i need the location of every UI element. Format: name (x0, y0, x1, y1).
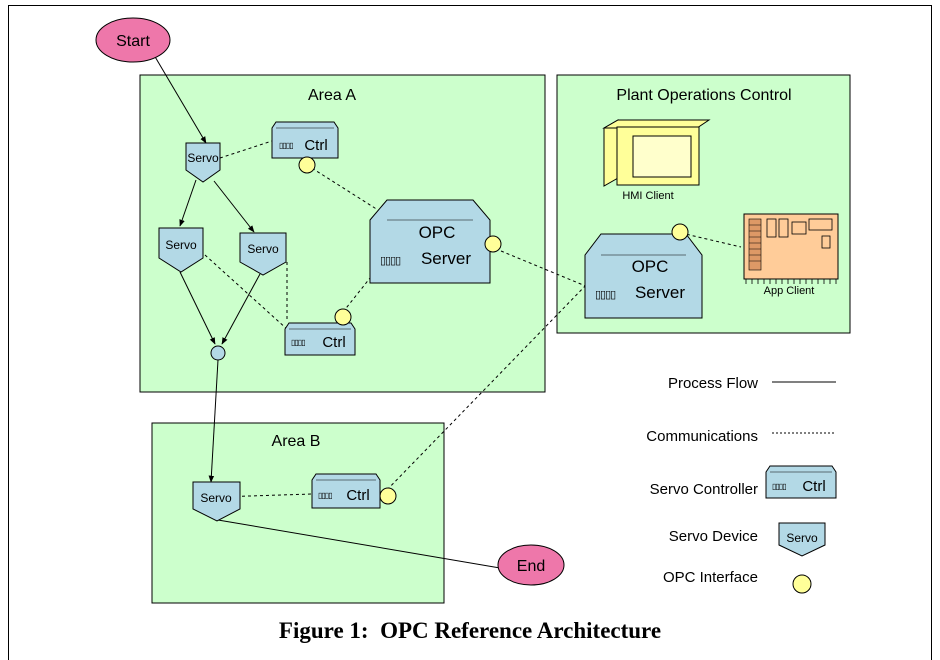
servo-device-b: Servo (192, 481, 241, 522)
legend-communications: Communications (646, 428, 836, 445)
svg-text:End: End (517, 558, 545, 575)
opc-interface-icon (298, 156, 316, 174)
plant-area-label: Plant Operations Control (616, 87, 791, 104)
servo-device-a3: Servo (239, 232, 287, 276)
svg-text:App Client: App Client (764, 285, 815, 297)
servo-controller-a2: ▯▯▯▯ Ctrl (284, 322, 356, 356)
start-node: Start (95, 17, 171, 63)
legend-opc-interface: OPC Interface (663, 569, 812, 594)
svg-text:Process Flow: Process Flow (668, 375, 758, 392)
opc-interface-icon (671, 223, 689, 241)
svg-text:Servo: Servo (187, 151, 219, 165)
svg-text:Servo: Servo (165, 238, 197, 252)
legend: Process Flow Communications Servo Contro… (646, 375, 837, 594)
server-ports-icon: ▯▯▯▯ (595, 289, 616, 301)
svg-text:Communications: Communications (646, 428, 758, 445)
monitor-icon (602, 119, 711, 187)
svg-text:Ctrl: Ctrl (346, 487, 369, 504)
app-client: App Client (743, 213, 839, 297)
opc-interface-icon (379, 487, 397, 505)
legend-servo-device: Servo Device Servo (669, 522, 826, 557)
servo-device-a2: Servo (158, 227, 204, 273)
opc-interface-icon (792, 574, 812, 594)
svg-text:Servo Device: Servo Device (669, 528, 758, 545)
ctrl-ports-icon: ▯▯▯▯ (291, 338, 305, 347)
svg-text:Ctrl: Ctrl (322, 334, 345, 351)
communications-links (204, 140, 742, 498)
figure-caption: Figure 1: OPC Reference Architecture (278, 618, 662, 643)
area-a-label: Area A (308, 87, 356, 104)
svg-text:Ctrl: Ctrl (304, 137, 327, 154)
ctrl-ports-icon: ▯▯▯▯ (279, 141, 293, 150)
area-b: Area B (151, 422, 445, 604)
servo-device-a1: Servo (185, 142, 221, 183)
svg-text:Start: Start (116, 33, 150, 50)
svg-text:Server: Server (635, 283, 685, 302)
opc-interfaces (298, 156, 689, 505)
svg-text:Ctrl: Ctrl (802, 478, 825, 495)
legend-process-flow: Process Flow (668, 375, 836, 392)
flow-junction (210, 345, 226, 361)
opc-interface-icon (334, 308, 352, 326)
opc-interface-icon (484, 235, 502, 253)
svg-text:Servo: Servo (200, 491, 232, 505)
svg-text:Servo: Servo (247, 242, 279, 256)
svg-text:OPC Interface: OPC Interface (663, 569, 758, 586)
svg-text:Servo Controller: Servo Controller (650, 481, 758, 498)
svg-text:Server: Server (421, 249, 471, 268)
svg-text:HMI Client: HMI Client (622, 190, 673, 202)
figure-frame (8, 5, 932, 660)
ctrl-ports-icon: ▯▯▯▯ (772, 482, 786, 491)
svg-text:OPC: OPC (419, 223, 456, 242)
process-flow-links (153, 54, 501, 569)
servo-controller-b: ▯▯▯▯ Ctrl (311, 473, 381, 509)
circuit-board-icon (743, 213, 839, 284)
svg-text:OPC: OPC (632, 257, 669, 276)
area-b-label: Area B (272, 433, 321, 450)
hmi-client: HMI Client (602, 119, 711, 202)
legend-servo-controller: Servo Controller ▯▯▯▯ Ctrl (650, 465, 837, 499)
opc-server-plant: OPC ▯▯▯▯ Server (584, 233, 703, 319)
servo-controller-a1: ▯▯▯▯ Ctrl (271, 121, 339, 159)
server-ports-icon: ▯▯▯▯ (380, 255, 401, 267)
svg-text:Servo: Servo (786, 531, 818, 545)
ctrl-ports-icon: ▯▯▯▯ (318, 491, 332, 500)
end-node: End (497, 544, 565, 586)
opc-server-area-a: OPC ▯▯▯▯ Server (369, 199, 491, 284)
